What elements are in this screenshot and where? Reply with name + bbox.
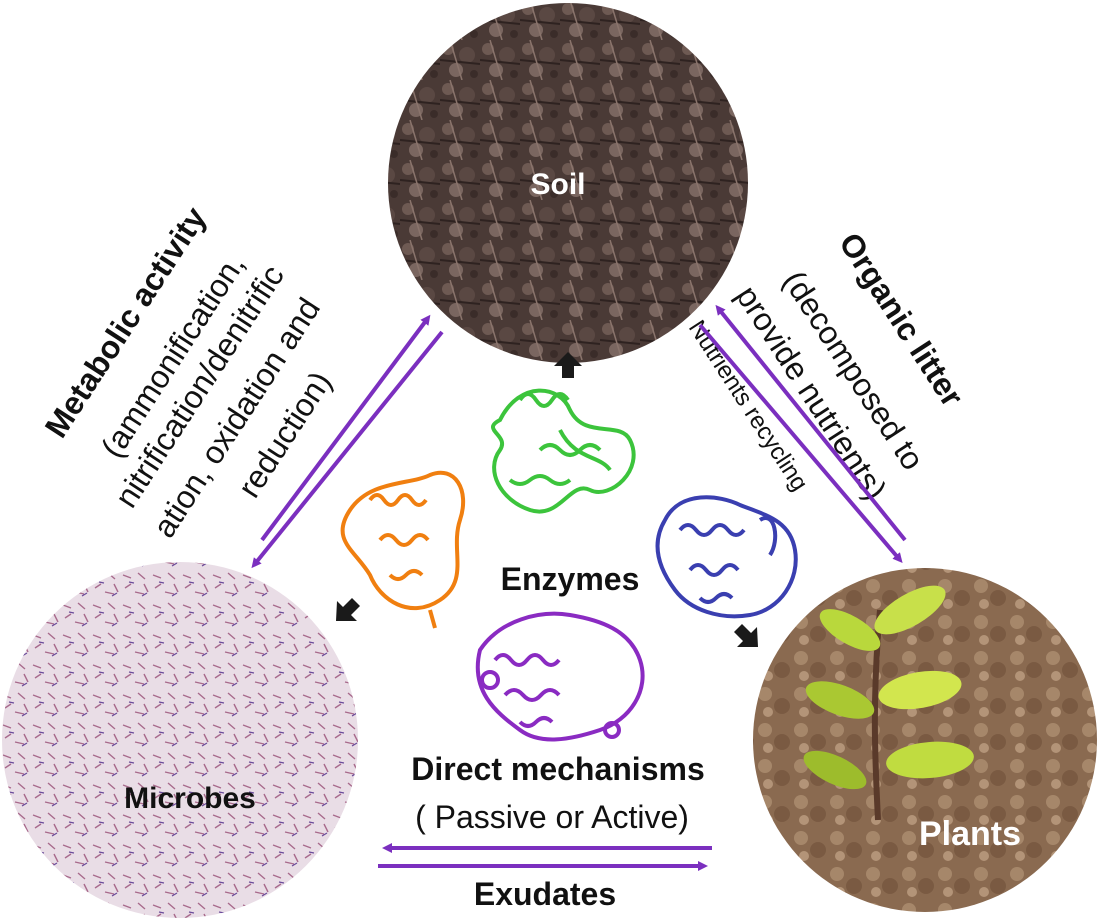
plants-node: Plants [753,568,1097,912]
arrow-soil-to-plants [698,323,903,564]
plants-label: Plants [919,815,1021,853]
direct-mechanisms-title: Direct mechanisms [411,751,704,787]
arrow-plants-to-soil [715,304,907,542]
direct-mechanisms-subtitle: ( Passive or Active) [415,799,689,835]
plants-image [753,568,1097,912]
metabolic-activity-label: Metabolic activity (ammonification, nitr… [38,200,339,543]
small-arrow-up-icon [554,352,582,378]
soil-label: Soil [530,168,585,201]
enzyme-orange-icon [340,470,466,629]
exudates-label: Exudates [474,876,616,912]
enzyme-blue-icon [655,495,798,619]
arrow-soil-to-microbes [251,330,444,569]
enzyme-green-icon [491,388,636,514]
microbes-image [2,562,358,918]
small-arrow-down-right-icon [734,624,758,647]
small-arrow-down-left-icon [336,598,360,621]
soil-node: Soil [388,3,748,363]
microbes-node: Microbes [2,562,358,918]
seedling-icon [803,585,974,821]
enzyme-purple-icon [475,611,645,742]
direct-mechanisms-label: Direct mechanisms ( Passive or Active) E… [411,751,704,912]
bottom-arrows [378,843,712,871]
microbes-label: Microbes [124,782,256,815]
arrow-microbes-to-soil [260,314,431,542]
enzymes-label: Enzymes [501,561,640,597]
left-arrows [251,314,444,569]
soil-image [388,3,748,363]
right-arrows [698,304,907,564]
small-arrows [336,352,758,647]
